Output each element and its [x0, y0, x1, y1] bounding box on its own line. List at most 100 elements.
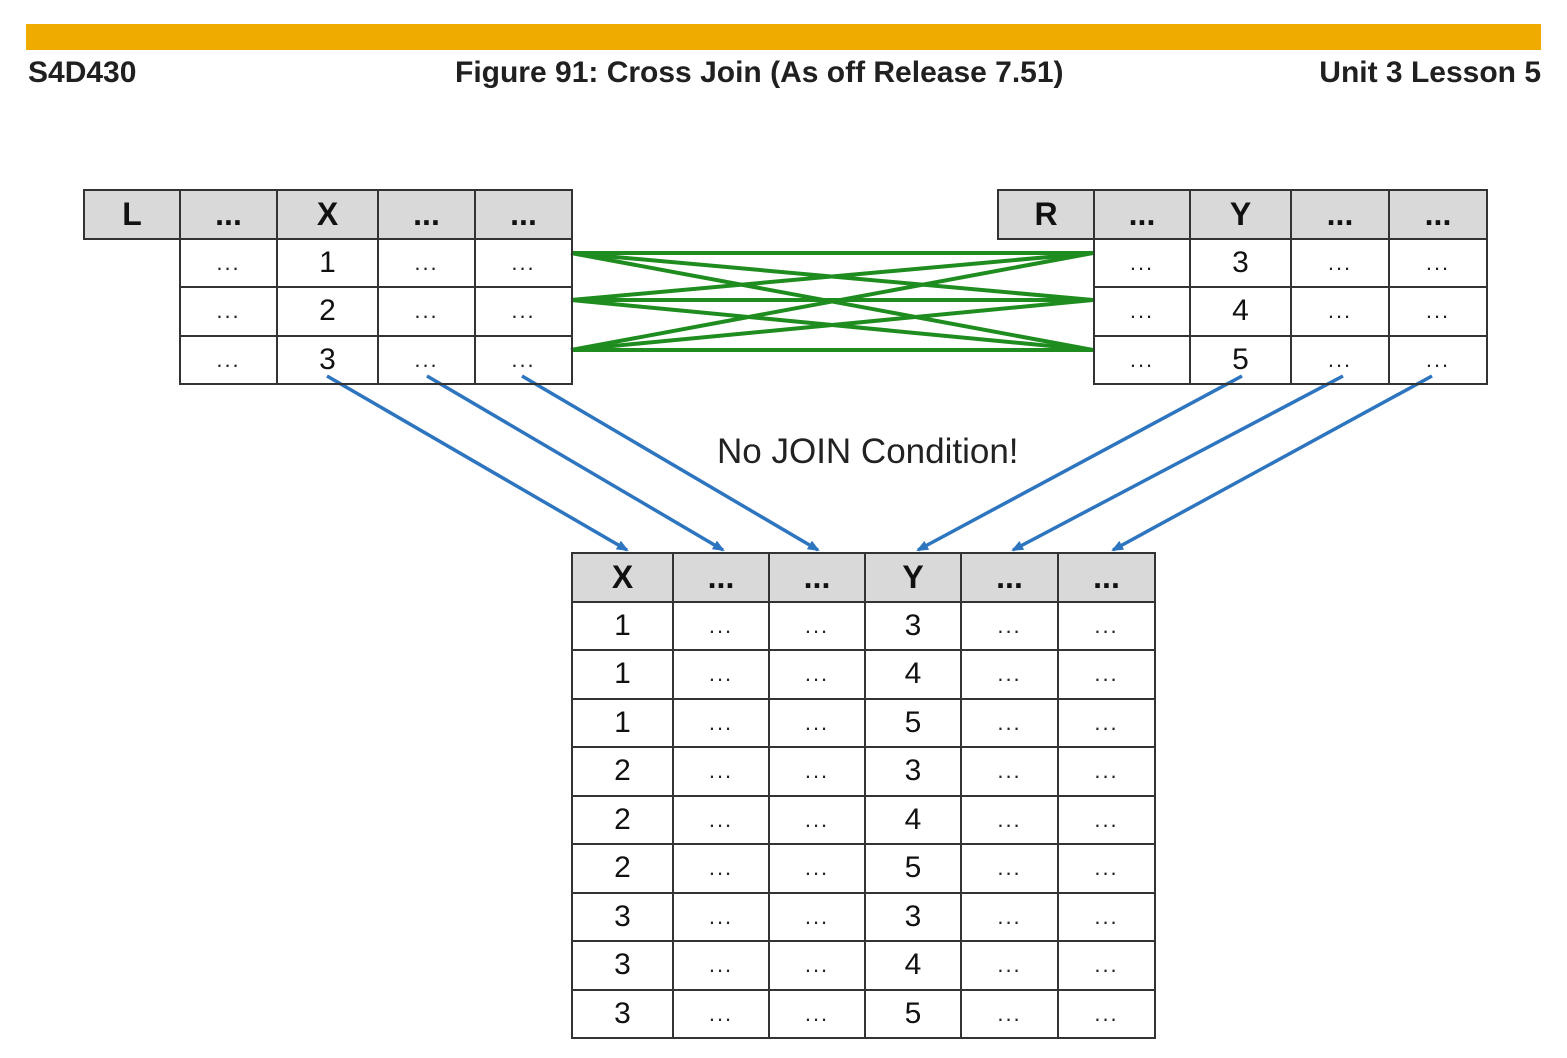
- cell: ...: [377, 286, 476, 337]
- cross-join-line: [570, 298, 1094, 352]
- cell: ...: [179, 237, 278, 288]
- cell: 3: [864, 891, 962, 942]
- cell: ...: [672, 988, 770, 1039]
- table-row: 2......4......: [571, 794, 1156, 845]
- column-header: ...: [672, 552, 770, 603]
- cell: ...: [1057, 843, 1156, 894]
- projection-arrow: [1111, 374, 1433, 552]
- table-row: ... 3 ... ...: [84, 334, 573, 385]
- cell: ...: [1057, 940, 1156, 991]
- table-row: 2......5......: [571, 843, 1156, 894]
- cell: ...: [672, 600, 770, 651]
- cross-join-lines: [570, 251, 1094, 352]
- projection-arrow: [916, 374, 1243, 552]
- projection-arrow: [521, 374, 820, 552]
- cell: 4: [864, 794, 962, 845]
- table-row: 3......3......: [571, 891, 1156, 942]
- left-table-name: L: [83, 189, 181, 240]
- cell: ...: [768, 649, 866, 700]
- cell: ...: [672, 891, 770, 942]
- cell: ...: [768, 794, 866, 845]
- cell: ...: [768, 843, 866, 894]
- table-row: ... 4 ... ...: [998, 286, 1488, 337]
- cell: ...: [960, 940, 1059, 991]
- projection-arrow: [326, 374, 629, 552]
- cell: ...: [474, 237, 573, 288]
- cell: ...: [960, 988, 1059, 1039]
- cell: ...: [474, 286, 573, 337]
- cell: 3: [571, 988, 674, 1039]
- cell: ...: [1093, 286, 1191, 337]
- cell: ...: [768, 988, 866, 1039]
- cell: ...: [1093, 237, 1191, 288]
- cell: 4: [1189, 286, 1292, 337]
- column-header: ...: [768, 552, 866, 603]
- result-table-header: X......Y......: [571, 552, 1156, 603]
- column-header: ...: [1388, 189, 1488, 240]
- column-header: ...: [1093, 189, 1191, 240]
- table-row: ... 2 ... ...: [84, 286, 573, 337]
- cell: ...: [1290, 286, 1390, 337]
- cell: ...: [768, 940, 866, 991]
- table-row: ... 5 ... ...: [998, 334, 1488, 385]
- cell: 5: [864, 988, 962, 1039]
- left-table-header: L ... X ... ...: [83, 189, 573, 240]
- table-row: ... 1 ... ...: [84, 237, 573, 288]
- column-header: X: [276, 189, 379, 240]
- column-header: ...: [960, 552, 1059, 603]
- cell: ...: [377, 334, 476, 385]
- cell: ...: [960, 843, 1059, 894]
- column-header: Y: [864, 552, 962, 603]
- cell: ...: [960, 746, 1059, 797]
- table-row: 3......5......: [571, 988, 1156, 1039]
- cell: ...: [672, 940, 770, 991]
- cell: ...: [960, 649, 1059, 700]
- cell: ...: [1057, 649, 1156, 700]
- cell: 4: [864, 940, 962, 991]
- cell: ...: [672, 746, 770, 797]
- cell: ...: [1388, 334, 1488, 385]
- right-table-name: R: [997, 189, 1095, 240]
- projection-arrow: [426, 374, 725, 552]
- cell: ...: [768, 600, 866, 651]
- cell: 3: [276, 334, 379, 385]
- cell: ...: [377, 237, 476, 288]
- cell: ...: [768, 891, 866, 942]
- cell: ...: [672, 843, 770, 894]
- cell: 1: [276, 237, 379, 288]
- cell: ...: [1388, 237, 1488, 288]
- cell: ...: [960, 891, 1059, 942]
- cell: 1: [571, 600, 674, 651]
- cell: ...: [1290, 334, 1390, 385]
- column-header: ...: [377, 189, 476, 240]
- course-code: S4D430: [28, 56, 137, 89]
- cell: ...: [1290, 237, 1390, 288]
- column-header: X: [571, 552, 674, 603]
- cell: ...: [768, 697, 866, 748]
- cell: ...: [960, 794, 1059, 845]
- cell: 2: [571, 843, 674, 894]
- cell: 3: [571, 940, 674, 991]
- cell: 4: [864, 649, 962, 700]
- cross-join-line: [570, 251, 1094, 352]
- cell: 3: [1189, 237, 1292, 288]
- cell: ...: [672, 794, 770, 845]
- cross-join-line: [570, 251, 1094, 302]
- cell: ...: [1057, 600, 1156, 651]
- cell: ...: [672, 697, 770, 748]
- cell: ...: [1057, 988, 1156, 1039]
- cell: 5: [864, 697, 962, 748]
- cell: ...: [960, 697, 1059, 748]
- projection-arrows: [326, 374, 1433, 552]
- result-table: X......Y......1......3......1......4....…: [571, 552, 1156, 1039]
- column-header: Y: [1189, 189, 1292, 240]
- cell: 2: [571, 794, 674, 845]
- cell: ...: [1057, 697, 1156, 748]
- cell: ...: [672, 649, 770, 700]
- no-join-condition-note: No JOIN Condition!: [717, 432, 1019, 471]
- table-row: 1......3......: [571, 600, 1156, 651]
- column-header: ...: [474, 189, 573, 240]
- cell: 1: [571, 649, 674, 700]
- right-table-header: R ... Y ... ...: [997, 189, 1488, 240]
